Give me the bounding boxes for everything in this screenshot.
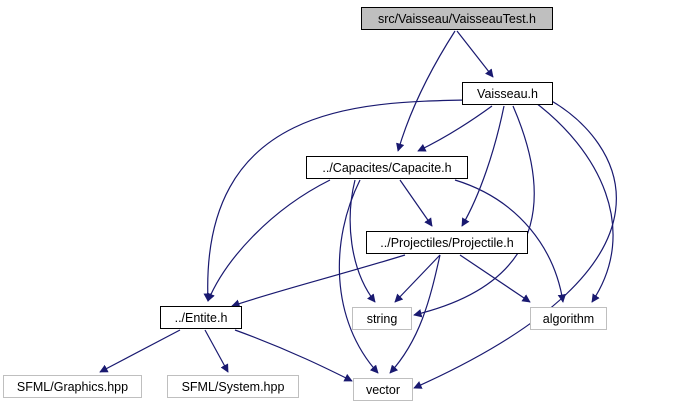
node-vaisseautest-h[interactable]: src/Vaisseau/VaisseauTest.h: [361, 7, 553, 30]
edge-pr-to-al: [459, 254, 531, 303]
node-sfml-graphics-hpp[interactable]: SFML/Graphics.hpp: [3, 375, 142, 398]
node-label: src/Vaisseau/VaisseauTest.h: [378, 11, 536, 26]
node-sfml-system-hpp[interactable]: SFML/System.hpp: [167, 375, 299, 398]
edge-pr-to-st: [394, 254, 441, 303]
node-vector[interactable]: vector: [353, 378, 413, 401]
node-capacite-h[interactable]: ../Capacites/Capacite.h: [306, 156, 468, 179]
node-algorithm[interactable]: algorithm: [530, 307, 607, 330]
edge-vt-to-ca: [396, 30, 456, 152]
edge-en-to-sg: [99, 329, 181, 373]
edge-ca-to-st: [349, 179, 376, 303]
edge-pr-to-en: [231, 254, 406, 308]
edge-ca-to-en: [207, 179, 331, 302]
edge-ca-to-al: [454, 179, 566, 303]
edge-ca-to-ve: [338, 179, 379, 374]
edge-va-to-ca: [417, 105, 493, 152]
node-label: vector: [365, 382, 401, 397]
node-string[interactable]: string: [352, 307, 412, 330]
edge-va-to-en: [203, 99, 470, 302]
edge-en-to-ve: [234, 329, 353, 382]
edge-ca-to-pr: [399, 179, 433, 227]
edge-pr-to-ve: [389, 254, 441, 374]
edge-vt-to-va: [456, 30, 494, 78]
node-label: SFML/System.hpp: [181, 379, 285, 394]
node-entite-h[interactable]: ../Entite.h: [160, 306, 242, 329]
node-label: ../Projectiles/Projectile.h: [380, 235, 514, 250]
node-label: string: [366, 311, 398, 326]
node-label: SFML/Graphics.hpp: [16, 379, 129, 394]
edge-va-to-al: [531, 99, 614, 303]
node-label: ../Capacites/Capacite.h: [322, 160, 452, 175]
node-label: algorithm: [542, 311, 595, 326]
edge-va-to-st: [413, 105, 535, 318]
edge-va-to-ve: [413, 99, 617, 389]
edge-va-to-pr: [461, 105, 505, 227]
node-vaisseau-h[interactable]: Vaisseau.h: [462, 82, 553, 105]
edge-en-to-ss: [204, 329, 229, 373]
node-label: ../Entite.h: [174, 310, 228, 325]
node-projectile-h[interactable]: ../Projectiles/Projectile.h: [366, 231, 528, 254]
node-label: Vaisseau.h: [477, 86, 538, 101]
